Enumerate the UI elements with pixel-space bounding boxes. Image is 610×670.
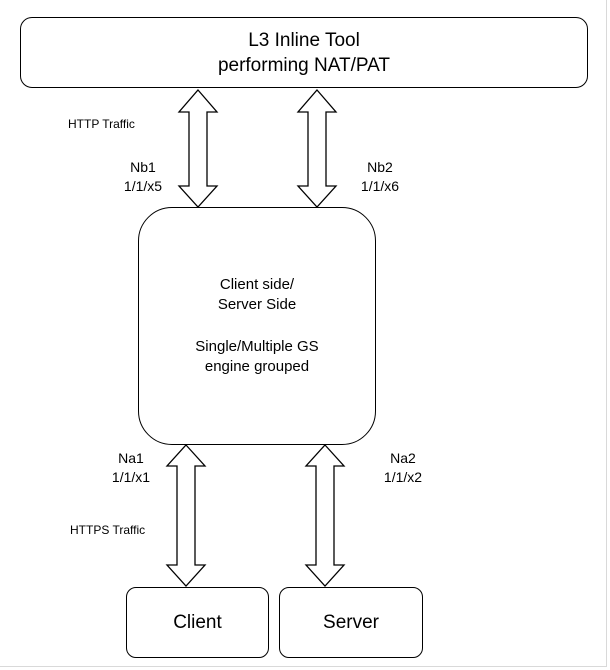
engine-line-2: Server Side <box>217 296 297 313</box>
gs-engine-box: Client side/ Server Side Single/Multiple… <box>138 207 376 445</box>
engine-line-1: Client side/ <box>219 276 295 293</box>
port-label-na2: Na2 1/1/x2 <box>363 449 443 487</box>
arrow-nb2 <box>296 89 338 208</box>
port-label-na1: Na1 1/1/x1 <box>91 449 171 487</box>
engine-line-4: engine grouped <box>204 358 310 375</box>
server-box: Server <box>279 587 423 658</box>
port-name: Na1 <box>118 450 144 466</box>
arrow-nb1 <box>177 89 219 208</box>
https-traffic-label: HTTPS Traffic <box>70 523 146 537</box>
port-label-nb1: Nb1 1/1/x5 <box>103 158 183 196</box>
port-id: 1/1/x2 <box>383 469 423 485</box>
arrow-na2 <box>304 444 346 587</box>
port-id: 1/1/x1 <box>111 469 151 485</box>
l3-inline-tool-box: L3 Inline Tool performing NAT/PAT <box>20 17 588 88</box>
port-label-nb2: Nb2 1/1/x6 <box>340 158 420 196</box>
port-name: Nb2 <box>367 159 393 175</box>
client-box: Client <box>126 587 269 658</box>
client-label: Client <box>173 611 222 633</box>
port-name: Nb1 <box>130 159 156 175</box>
http-traffic-label: HTTP Traffic <box>68 117 135 131</box>
tool-subtitle: performing NAT/PAT <box>217 54 391 76</box>
arrow-na1 <box>165 444 207 587</box>
port-id: 1/1/x5 <box>123 178 163 194</box>
engine-line-3: Single/Multiple GS <box>195 338 319 355</box>
server-label: Server <box>323 611 379 633</box>
tool-title: L3 Inline Tool <box>248 29 360 51</box>
port-name: Na2 <box>390 450 416 466</box>
port-id: 1/1/x6 <box>360 178 400 194</box>
